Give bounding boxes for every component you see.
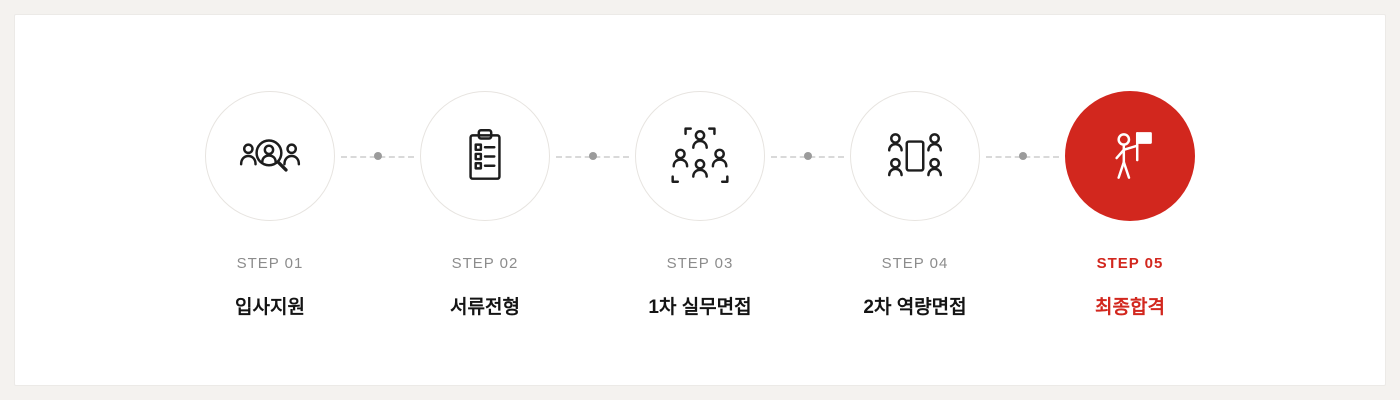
step-circle-highlighted bbox=[1065, 91, 1195, 221]
connector-dot bbox=[1018, 152, 1027, 160]
step-title: 1차 실무면접 bbox=[648, 297, 752, 318]
step-title: 입사지원 bbox=[235, 297, 305, 318]
group-interview-icon bbox=[671, 127, 729, 184]
step-circle bbox=[205, 91, 335, 221]
step-label: STEP 04 bbox=[881, 255, 949, 272]
step-circle bbox=[635, 91, 765, 221]
step-circle bbox=[850, 91, 980, 221]
connector-dot bbox=[803, 152, 812, 160]
step-item-1: STEP 01 입사지원 bbox=[205, 91, 335, 319]
step-item-3: STEP 03 1차 실무면접 bbox=[635, 91, 765, 319]
connector-dot bbox=[588, 152, 597, 160]
person-flag-icon bbox=[1115, 132, 1152, 179]
step-title: 서류전형 bbox=[450, 297, 520, 318]
step-item-5: STEP 05 최종합격 bbox=[1065, 91, 1195, 319]
step-label: STEP 05 bbox=[1096, 255, 1164, 272]
step-title: 최종합격 bbox=[1095, 297, 1165, 318]
step-connector bbox=[980, 91, 1065, 221]
panel-meeting-icon bbox=[887, 133, 943, 177]
step-item-2: STEP 02 서류전형 bbox=[420, 91, 550, 319]
recruitment-process-card: STEP 01 입사지원 bbox=[14, 14, 1386, 386]
connector-dot bbox=[373, 152, 382, 160]
step-title: 2차 역량면접 bbox=[863, 297, 967, 318]
applicant-search-icon bbox=[239, 139, 301, 172]
step-connector bbox=[335, 91, 420, 221]
step-connector bbox=[550, 91, 635, 221]
document-checklist-icon bbox=[469, 128, 501, 180]
step-label: STEP 02 bbox=[451, 255, 519, 272]
step-label: STEP 03 bbox=[666, 255, 734, 272]
step-circle bbox=[420, 91, 550, 221]
step-connector bbox=[765, 91, 850, 221]
step-label: STEP 01 bbox=[236, 255, 304, 272]
step-item-4: STEP 04 2차 역량면접 bbox=[850, 91, 980, 319]
steps-row: STEP 01 입사지원 bbox=[205, 91, 1195, 319]
